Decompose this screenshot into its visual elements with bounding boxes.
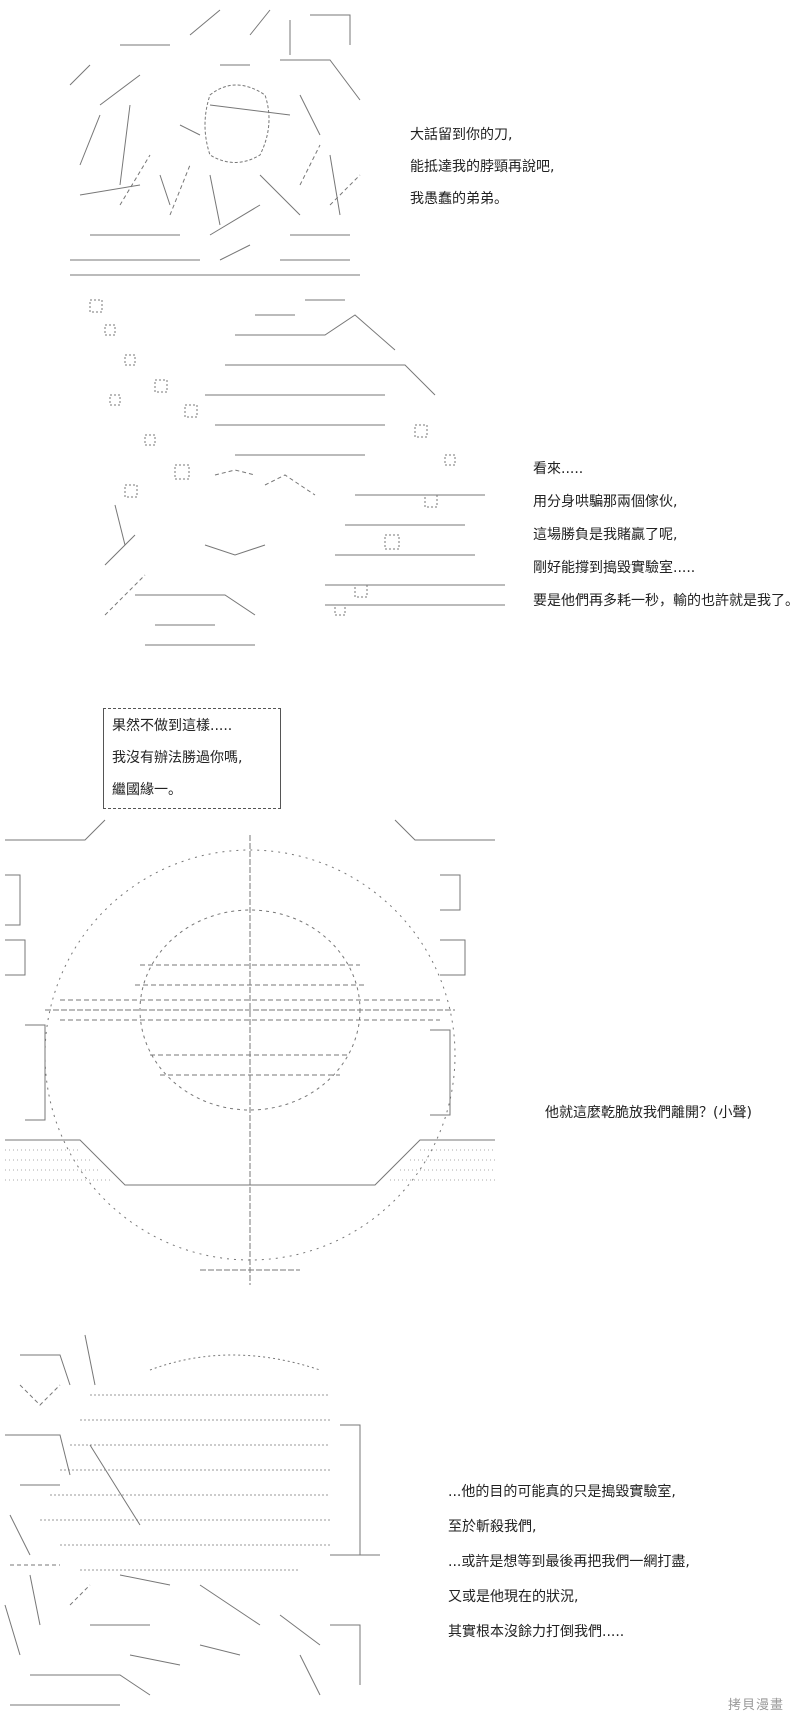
- narration-line: 這場勝負是我賭贏了呢,: [533, 527, 678, 543]
- ascii-art-crumbling-figure: [89, 299, 505, 646]
- narration-line: 剛好能撐到搗毀實驗室.....: [533, 560, 696, 576]
- narration-line: 他就這麼乾脆放我們離開？(小聲): [545, 1105, 752, 1121]
- speech-line: 繼國緣一。: [112, 782, 182, 798]
- ascii-art-crosshair-scope: [5, 819, 495, 1285]
- narration-line: 看來.....: [533, 461, 584, 477]
- narration-line: 能抵達我的脖頸再說吧,: [410, 159, 555, 175]
- narration-line: ...他的目的可能真的只是搗毀實驗室,: [448, 1484, 676, 1500]
- narration-line: 至於斬殺我們,: [448, 1519, 537, 1535]
- narration-line: ...或許是想等到最後再把我們一網打盡,: [448, 1554, 690, 1570]
- narration-line: 大話留到你的刀,: [410, 127, 513, 143]
- watermark: 拷貝漫畫: [728, 1698, 785, 1713]
- narration-line: 又或是他現在的狀況,: [448, 1589, 579, 1605]
- narration-line: 其實根本沒餘力打倒我們.....: [448, 1624, 625, 1640]
- narration-line: 要是他們再多耗一秒，輸的也許就是我了。: [533, 593, 799, 609]
- ascii-art-warrior: [69, 9, 361, 276]
- speech-box: 果然不做到這樣..... 我沒有辦法勝過你嗎, 繼國緣一。: [103, 708, 281, 809]
- narration-line: 我愚蠢的弟弟。: [410, 191, 508, 207]
- ascii-art-rubble-scene: [4, 1334, 380, 1706]
- speech-line: 我沒有辦法勝過你嗎,: [112, 750, 243, 766]
- speech-line: 果然不做到這樣.....: [112, 718, 233, 734]
- narration-line: 用分身哄騙那兩個傢伙,: [533, 494, 678, 510]
